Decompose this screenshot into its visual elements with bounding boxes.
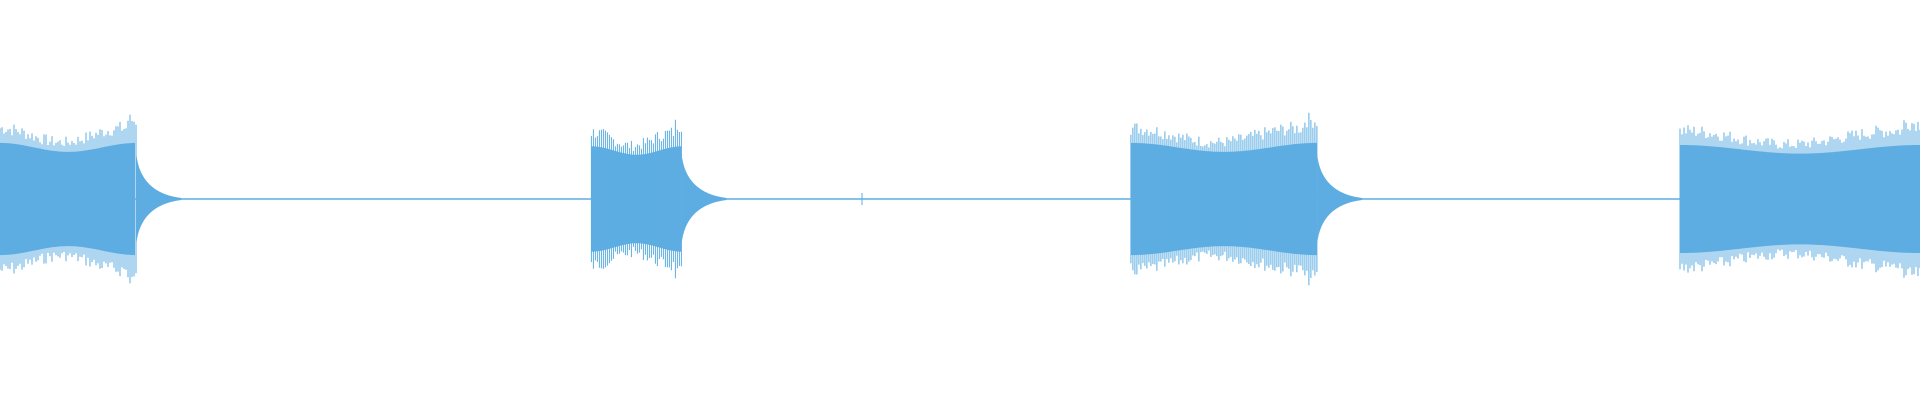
waveform-bursts — [0, 112, 1920, 286]
waveform-burst — [590, 119, 727, 279]
waveform-burst — [1679, 120, 1920, 278]
waveform-decay-tail — [681, 154, 727, 244]
waveform-decay-tail — [1317, 154, 1363, 244]
waveform-burst — [1130, 112, 1363, 286]
waveform-burst — [0, 114, 182, 284]
waveform-decay-tail — [136, 154, 182, 244]
